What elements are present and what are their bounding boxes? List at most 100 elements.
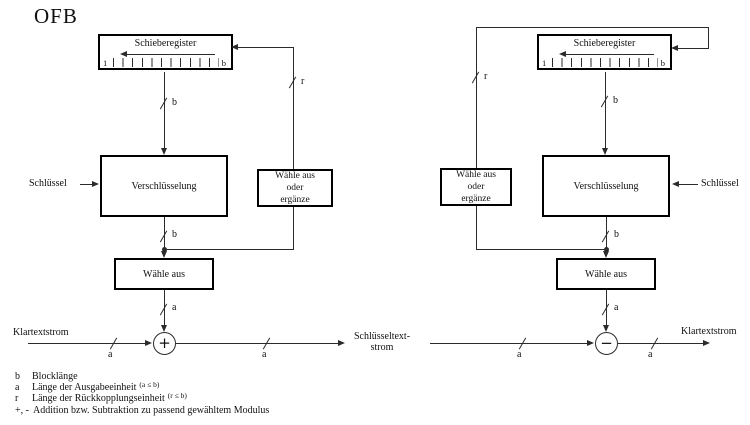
key-arrow-line: [679, 184, 698, 185]
minus-operator: −: [595, 332, 618, 355]
plaintext-out-line: [618, 343, 704, 344]
page-title: OFB: [34, 4, 78, 28]
arrow-right-icon: [703, 340, 710, 346]
shift-register-box-right: Schieberegister 1 b: [537, 34, 672, 70]
shift-direction-line: [126, 54, 215, 55]
ciphertext-stream-line: [430, 343, 588, 344]
feedback-line-bottom: [476, 249, 606, 250]
register-cell-last: b: [660, 58, 665, 68]
arrow-down-icon: [161, 251, 167, 258]
register-cells-ticks: [552, 58, 658, 67]
legend-text: Blocklänge: [32, 371, 78, 382]
feedback-line-top: [236, 47, 294, 48]
legend-item-b: b Blocklänge: [15, 371, 272, 382]
shift-register-label: Schieberegister: [134, 38, 197, 49]
bus-width-label-b: b: [614, 229, 619, 240]
feedback-line-bottom: [164, 249, 294, 250]
select-or-pad-label: Wähle aus oder ergänze: [456, 169, 496, 205]
plaintext-stream-line: [28, 343, 147, 344]
shift-register-box-left: Schieberegister 1 b: [98, 34, 233, 70]
junction-dot: [604, 247, 609, 252]
legend-item-a: a Länge der Ausgabeeinheit (a ≤ b): [15, 380, 272, 394]
select-or-pad-line1: Wähle aus: [456, 170, 496, 180]
shift-direction-line: [565, 54, 654, 55]
encrypt-label: Verschlüsselung: [131, 180, 197, 192]
select-label: Wähle aus: [143, 268, 185, 280]
bus-width-label-a: a: [108, 349, 113, 360]
register-cells-ticks: [113, 58, 219, 67]
legend-symbol: b: [15, 371, 20, 382]
bus-width-label-a: a: [648, 349, 653, 360]
feedback-line-up: [476, 27, 477, 168]
shift-register-label: Schieberegister: [573, 38, 636, 49]
legend-item-r: r Länge der Rückkopplungseinheit (r ≤ b): [15, 391, 272, 405]
arrow-left-icon: [231, 44, 238, 50]
connector-select-to-operator: [606, 290, 607, 329]
select-label: Wähle aus: [585, 268, 627, 280]
encrypt-label: Verschlüsselung: [573, 180, 639, 192]
bus-width-label-a: a: [172, 302, 177, 313]
keystream-label-line2: strom: [370, 342, 394, 353]
register-cell-first: 1: [542, 58, 547, 68]
select-or-pad-box-right: Wähle aus oder ergänze: [440, 168, 512, 206]
legend-symbol: r: [15, 393, 19, 405]
feedback-line-into-sr: [677, 48, 709, 49]
arrow-right-icon: [145, 340, 152, 346]
legend: b Blocklänge a Länge der Ausgabeeinheit …: [15, 371, 272, 416]
encrypt-box-right: Verschlüsselung: [542, 155, 670, 217]
arrow-right-icon: [338, 340, 345, 346]
select-or-pad-line1: Wähle aus: [275, 171, 315, 181]
bus-width-label-r: r: [484, 71, 488, 82]
bus-width-label-r: r: [301, 76, 305, 87]
bus-width-label-b: b: [172, 229, 177, 240]
legend-text: Länge der Ausgabeeinheit: [32, 382, 137, 394]
select-box-left: Wähle aus: [114, 258, 214, 290]
select-or-pad-line2: oder: [286, 183, 304, 193]
select-or-pad-label: Wähle aus oder ergänze: [275, 170, 315, 206]
encrypt-box-left: Verschlüsselung: [100, 155, 228, 217]
feedback-line-top: [476, 27, 709, 28]
arrow-down-icon: [161, 325, 167, 332]
keystream-label: Schlüsseltext- strom: [350, 331, 414, 353]
select-or-pad-line2: oder: [467, 182, 485, 192]
shift-direction-arrow-icon: [559, 51, 566, 57]
plus-operator: +: [153, 332, 176, 355]
legend-note: (r ≤ b): [167, 391, 187, 401]
connector-select-to-operator: [164, 290, 165, 329]
bus-width-label-a: a: [517, 349, 522, 360]
arrow-down-icon: [603, 325, 609, 332]
select-or-pad-line3: ergänze: [461, 194, 491, 204]
keystream-line: [176, 343, 339, 344]
shift-direction-arrow-icon: [120, 51, 127, 57]
feedback-line-rise: [476, 206, 477, 249]
connector-sr-to-encrypt: [164, 72, 165, 150]
bus-width-label-a: a: [614, 302, 619, 313]
register-cell-first: 1: [103, 58, 108, 68]
select-box-right: Wähle aus: [556, 258, 656, 290]
arrow-left-icon: [672, 181, 679, 187]
arrow-down-icon: [603, 251, 609, 258]
key-arrow-line: [80, 184, 94, 185]
arrow-left-icon: [671, 45, 678, 51]
legend-item-plusminus: +, - Addition bzw. Subtraktion zu passen…: [15, 405, 272, 416]
feedback-line-rise: [293, 207, 294, 249]
minus-sign: −: [600, 334, 613, 352]
legend-text: Addition bzw. Subtraktion zu passend gew…: [32, 404, 270, 416]
plaintext-stream-label: Klartextstrom: [13, 327, 69, 338]
arrow-down-icon: [161, 148, 167, 155]
plaintext-out-label: Klartextstrom: [681, 326, 737, 337]
legend-symbol: a: [15, 382, 20, 394]
register-cell-last: b: [221, 58, 226, 68]
arrow-right-icon: [92, 181, 99, 187]
legend-note: (a ≤ b): [139, 380, 160, 390]
keystream-label-line1: Schlüsseltext-: [353, 331, 411, 342]
feedback-line-drop: [708, 27, 709, 48]
arrow-down-icon: [602, 148, 608, 155]
arrow-right-icon: [587, 340, 594, 346]
key-label-right: Schlüssel: [701, 178, 739, 189]
feedback-line-up: [293, 47, 294, 169]
bus-width-label-b: b: [613, 95, 618, 106]
connector-sr-to-encrypt: [605, 72, 606, 150]
legend-symbol: +, -: [15, 404, 29, 416]
